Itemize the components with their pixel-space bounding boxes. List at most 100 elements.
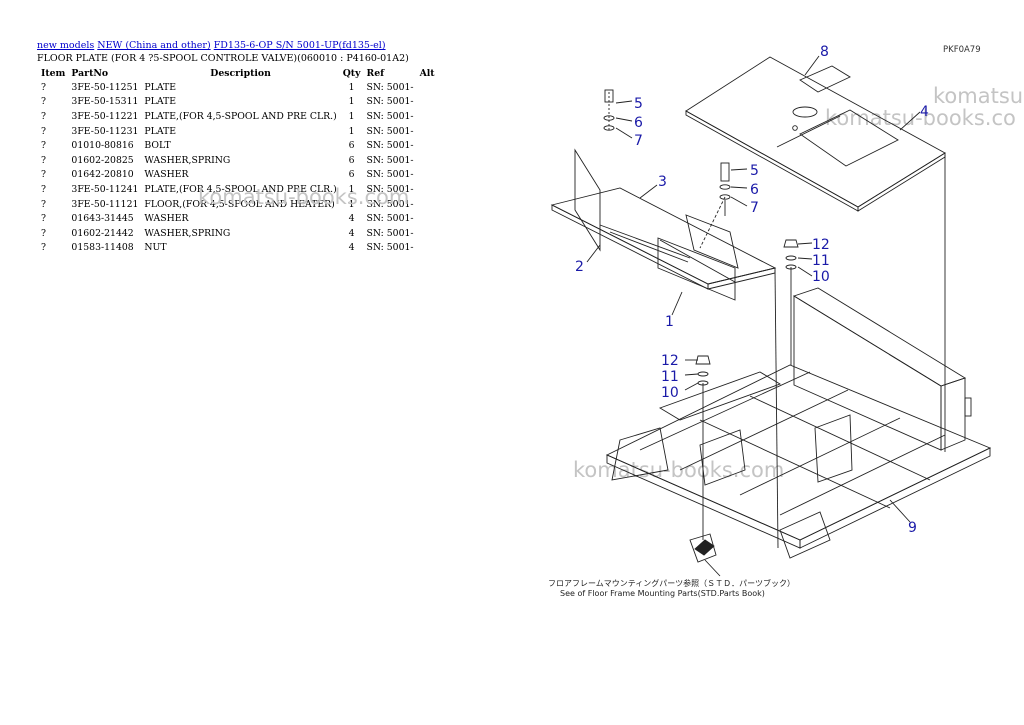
- cell-ref: SN: 5001-: [366, 227, 414, 239]
- callout-9: 9: [908, 520, 917, 536]
- breadcrumb-link-model[interactable]: FD135-6-OP S/N 5001-UP(fd135-el): [213, 40, 386, 51]
- cell-partno: 01602-20825: [71, 154, 134, 166]
- cell-item: ?: [41, 110, 46, 122]
- cell-description: WASHER: [144, 169, 189, 181]
- cell-ref: SN: 5001-: [366, 198, 414, 210]
- cell-partno: 01583-11408: [71, 242, 134, 254]
- cell-partno: 3FE-50-11241: [71, 183, 139, 195]
- callout-5b: 5: [750, 163, 759, 179]
- cell-item: ?: [41, 169, 46, 181]
- breadcrumb-link-new-models[interactable]: new models: [37, 40, 95, 51]
- cell-alt: [417, 211, 438, 226]
- cell-description: WASHER: [144, 213, 189, 225]
- callout-6: 6: [634, 115, 643, 131]
- cell-ref: SN: 5001-: [366, 242, 414, 254]
- table-row: ? 3FE-50-11241 PLATE,(FOR 4,5-SPOOL AND PR…: [37, 182, 438, 197]
- cell-partno: 3FE-50-15311: [71, 96, 139, 108]
- cell-item: ?: [41, 183, 46, 195]
- cell-item: ?: [41, 227, 46, 239]
- cell-alt: [417, 153, 438, 168]
- cell-description: BOLT: [144, 140, 171, 152]
- callout-12b: 12: [661, 353, 679, 369]
- cell-alt: [417, 124, 438, 139]
- callout-7b: 7: [750, 200, 759, 216]
- callout-3: 3: [658, 174, 667, 190]
- cell-alt: [417, 182, 438, 197]
- breadcrumb: new models NEW (China and other) FD135-6…: [37, 40, 386, 51]
- cell-ref: SN: 5001-: [366, 125, 414, 137]
- cell-ref: SN: 5001-: [366, 81, 414, 93]
- part-2-plate: [574, 148, 601, 252]
- caption-japanese: フロアフレームマウンティングパーツ参照（ＳＴＤ．パーツブック）: [548, 578, 795, 588]
- cell-description: PLATE: [144, 125, 177, 137]
- cell-partno: 01602-21442: [71, 227, 134, 239]
- cell-item: ?: [41, 198, 46, 210]
- table-row: ? 3FE-50-11231 PLATE 1 SN: 5001-: [37, 124, 438, 139]
- cell-qty: 1: [348, 125, 355, 137]
- cell-alt: [417, 109, 438, 124]
- cell-alt: [417, 226, 438, 241]
- cell-alt: [417, 241, 438, 256]
- cell-qty: 1: [348, 81, 355, 93]
- cell-item: ?: [41, 125, 46, 137]
- cell-partno: 01643-31445: [71, 213, 134, 225]
- cell-qty: 1: [348, 198, 355, 210]
- cell-alt: [417, 197, 438, 212]
- cell-partno: 3FE-50-11231: [71, 125, 139, 137]
- caption-english: See of Floor Frame Mounting Parts(STD.Pa…: [560, 589, 765, 598]
- parts-table: Item PartNo Description Qty Ref Alt ? 3FE…: [37, 66, 438, 255]
- cell-qty: 6: [348, 140, 355, 152]
- cell-ref: SN: 5001-: [366, 110, 414, 122]
- cell-description: PLATE: [144, 96, 177, 108]
- part-8-panel: [792, 287, 967, 387]
- header-item: Item: [41, 67, 66, 79]
- cell-item: ?: [41, 81, 46, 93]
- cell-partno: 01010-80816: [71, 140, 134, 152]
- callout-7: 7: [634, 133, 643, 149]
- callout-5: 5: [634, 96, 643, 112]
- table-row: ? 3FE-50-15311 PLATE 1 SN: 5001-: [37, 95, 438, 110]
- callout-10b: 10: [661, 385, 679, 401]
- header-partno: PartNo: [71, 67, 109, 79]
- cell-description: WASHER,SPRING: [144, 227, 231, 239]
- part-1-plate: [657, 237, 736, 301]
- cell-ref: SN: 5001-: [366, 154, 414, 166]
- cell-partno: 01642-20810: [71, 169, 134, 181]
- cell-item: ?: [41, 96, 46, 108]
- header-alt: Alt: [419, 67, 435, 79]
- table-row: ? 01642-20810 WASHER 6 SN: 5001-: [37, 168, 438, 183]
- cell-description: PLATE: [144, 81, 177, 93]
- cell-qty: 4: [348, 213, 355, 225]
- cell-alt: [417, 168, 438, 183]
- header-qty: Qty: [342, 67, 361, 79]
- cell-alt: [417, 138, 438, 153]
- cell-ref: SN: 5001-: [366, 96, 414, 108]
- header-description: Description: [210, 67, 271, 79]
- cell-partno: 3FE-50-11221: [71, 110, 139, 122]
- cell-partno: 3FE-50-11121: [71, 198, 139, 210]
- callout-11: 11: [812, 253, 830, 269]
- breadcrumb-link-region[interactable]: NEW (China and other): [97, 40, 211, 51]
- cell-item: ?: [41, 154, 46, 166]
- cell-alt: [417, 80, 438, 95]
- cell-description: WASHER,SPRING: [144, 154, 231, 166]
- callout-6b: 6: [750, 182, 759, 198]
- cell-qty: 1: [348, 96, 355, 108]
- header-ref: Ref: [366, 67, 385, 79]
- cell-ref: SN: 5001-: [366, 169, 414, 181]
- part-3-plate: [550, 187, 777, 285]
- cell-description: PLATE,(FOR 4,5-SPOOL AND PRE CLR.): [144, 110, 337, 122]
- cell-description: PLATE,(FOR 4,5-SPOOL AND PRE CLR.): [144, 183, 337, 195]
- callout-10: 10: [812, 269, 830, 285]
- cell-alt: [417, 95, 438, 110]
- cell-qty: 6: [348, 169, 355, 181]
- cell-qty: 1: [348, 183, 355, 195]
- cell-item: ?: [41, 213, 46, 225]
